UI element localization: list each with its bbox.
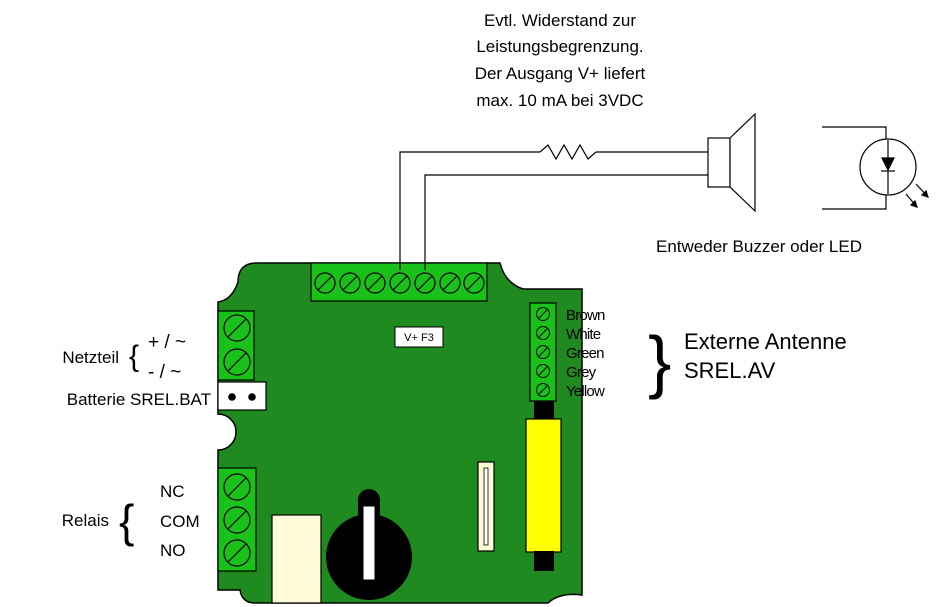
wire-label-white: White bbox=[566, 326, 601, 343]
yellow-module bbox=[525, 401, 562, 571]
battery-label: Batterie SREL.BAT bbox=[67, 390, 211, 409]
resistor-note-line3: Der Ausgang V+ liefert bbox=[475, 64, 646, 83]
antenna-terminal-screws[interactable] bbox=[536, 307, 550, 397]
power-minus-label: - / ~ bbox=[148, 362, 181, 383]
led-icon bbox=[822, 126, 929, 210]
board-marking: V+ F3 bbox=[394, 326, 444, 348]
top-terminal-screws[interactable] bbox=[314, 272, 485, 294]
antenna-title-line1: Externe Antenne bbox=[684, 329, 847, 354]
relay-nc-label: NC bbox=[160, 482, 185, 501]
output-wires bbox=[399, 143, 708, 270]
wire-label-grey: Grey bbox=[566, 364, 597, 381]
resistor-note: Evtl. Widerstand zur Leistungsbegrenzung… bbox=[475, 11, 646, 110]
output-caption: Entweder Buzzer oder LED bbox=[656, 237, 862, 256]
resistor-note-line2: Leistungsbegrenzung. bbox=[476, 37, 643, 56]
resistor-note-line4: max. 10 mA bei 3VDC bbox=[476, 91, 643, 110]
relay-com-label: COM bbox=[160, 512, 200, 531]
wire-label-green: Green bbox=[566, 345, 604, 362]
relay-no-label: NO bbox=[160, 541, 186, 560]
relay-brace: { bbox=[119, 495, 134, 547]
onboard-buzzer bbox=[326, 489, 412, 600]
relay-terminal-block bbox=[217, 467, 257, 572]
power-terminal-block bbox=[217, 310, 255, 381]
resistor-symbol bbox=[539, 143, 597, 161]
top-terminal-block bbox=[310, 262, 488, 302]
board-marking-text: V+ F3 bbox=[404, 332, 434, 344]
antenna-title-line2: SREL.AV bbox=[684, 358, 776, 383]
antenna-wire-labels: Brown White Green Grey Yellow bbox=[566, 307, 606, 400]
power-brace: { bbox=[129, 340, 139, 373]
external-buzzer-icon bbox=[707, 112, 756, 213]
relay-terminal-screws[interactable] bbox=[223, 473, 251, 567]
battery-socket[interactable] bbox=[217, 381, 267, 411]
wire-label-brown: Brown bbox=[566, 307, 605, 324]
antenna-terminal-block bbox=[529, 302, 557, 402]
power-group-label: Netzteil bbox=[62, 348, 119, 367]
resistor-note-line1: Evtl. Widerstand zur bbox=[484, 11, 636, 30]
antenna-brace: } bbox=[648, 322, 671, 400]
power-plus-label: + / ~ bbox=[148, 332, 186, 353]
relay-component bbox=[271, 514, 322, 604]
power-terminal-screws[interactable] bbox=[223, 314, 251, 376]
slot-component bbox=[477, 461, 495, 552]
relay-group-label: Relais bbox=[62, 511, 109, 530]
wire-label-yellow: Yellow bbox=[566, 383, 605, 400]
